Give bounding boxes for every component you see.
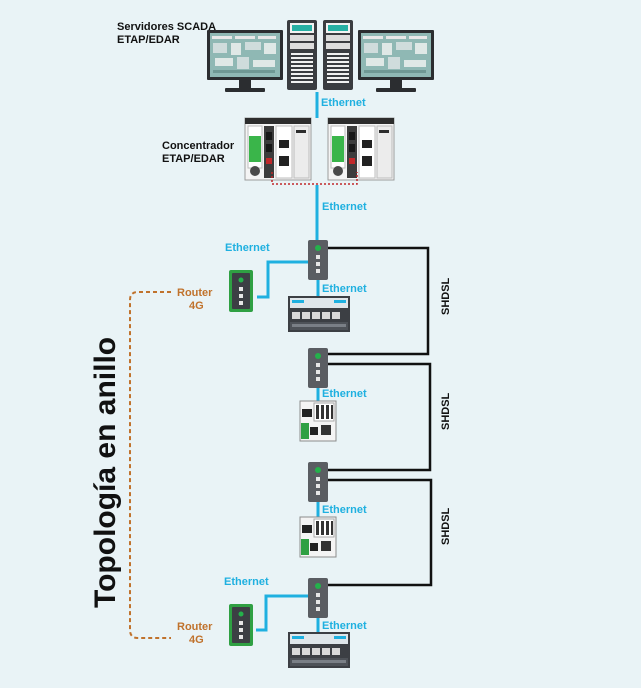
shdsl-modem-3 [308, 462, 328, 502]
scada-monitor-left [207, 30, 283, 92]
shdsl-label-1: SHDSL [440, 277, 452, 315]
topology-title: Topología en anillo [89, 337, 122, 608]
shdsl-ring [327, 246, 433, 587]
router-4g-bottom [229, 604, 253, 646]
ethernet-link-router-top [257, 260, 308, 299]
scada-monitor-right [358, 30, 434, 92]
shdsl-label-2: SHDSL [440, 392, 452, 430]
router-top-label-line2: 4G [189, 300, 204, 312]
router-4g-top [229, 270, 253, 312]
rtu-compact-3 [299, 516, 337, 558]
concentrator-label-line1: Concentrador [162, 140, 235, 152]
concentrator-left [244, 117, 312, 181]
scada-label-line1: Servidores SCADA [117, 21, 216, 33]
ethernet-label-rtu-3: Ethernet [322, 504, 367, 516]
ethernet-label-router-bottom: Ethernet [224, 576, 269, 588]
router-top-label-line1: Router [177, 287, 213, 299]
ethernet-link-router-bottom [256, 594, 308, 632]
rtu-rack-1 [288, 296, 350, 332]
server-tower-right [323, 20, 353, 90]
shdsl-modem-2 [308, 348, 328, 388]
scada-label-line2: ETAP/EDAR [117, 34, 180, 46]
shdsl-label-3: SHDSL [440, 507, 452, 545]
redundancy-link [271, 172, 358, 185]
shdsl-modem-4 [308, 578, 328, 618]
ethernet-label-rtu-4: Ethernet [322, 620, 367, 632]
ethernet-label-router-top: Ethernet [225, 242, 270, 254]
concentrator-right [327, 117, 395, 181]
ethernet-label-servers: Ethernet [321, 97, 366, 109]
router-bottom-label-line1: Router [177, 621, 213, 633]
ethernet-label-rtu-1: Ethernet [322, 283, 367, 295]
server-tower-left [287, 20, 317, 90]
router-bottom-label-line2: 4G [189, 634, 204, 646]
ethernet-label-concentrator: Ethernet [322, 201, 367, 213]
4g-backup-link [129, 291, 171, 639]
rtu-rack-4 [288, 632, 350, 668]
ethernet-label-rtu-2: Ethernet [322, 388, 367, 400]
rtu-compact-2 [299, 400, 337, 442]
shdsl-modem-1 [308, 240, 328, 280]
concentrator-label-line2: ETAP/EDAR [162, 153, 225, 165]
